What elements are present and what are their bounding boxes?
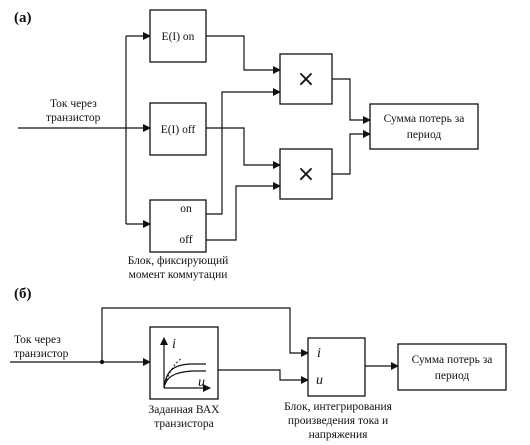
block-integrator: i u Блок, интегрирования произведения то… xyxy=(284,337,393,441)
diagram-a: (а) Ток через транзистор E(I) on E(I) of… xyxy=(14,9,479,281)
block-vax: i u Заданная ВАХ транзистора xyxy=(149,326,221,430)
integrator-input-u: u xyxy=(316,373,323,388)
integrator-caption-line3: напряжения xyxy=(309,429,369,441)
switch-caption-line2: момент коммутации xyxy=(129,269,228,281)
switch-on-label: on xyxy=(180,203,192,215)
block-e-off-label: E(I) off xyxy=(161,124,196,136)
panel-label-a: (а) xyxy=(14,10,32,26)
integrator-caption-line2: произведения тока и xyxy=(288,415,388,427)
multiply-symbol-2: × xyxy=(297,162,315,187)
sum-b-line1: Сумма потерь за xyxy=(412,354,493,366)
sum-block-a: Сумма потерь за период xyxy=(369,103,479,150)
switch-caption-line1: Блок, фиксирующий xyxy=(128,255,229,267)
sum-a-line2: период xyxy=(407,129,442,141)
sum-b-line2: период xyxy=(435,370,470,382)
input-label-a-line1: Ток через xyxy=(50,98,97,110)
block-e-off: E(I) off xyxy=(149,102,207,156)
block-switch: on off Блок, фиксирующий момент коммутац… xyxy=(128,199,229,281)
input-wires-a xyxy=(18,32,151,228)
wires-a xyxy=(206,35,371,241)
panel-label-b: (б) xyxy=(14,286,32,302)
vax-caption-line1: Заданная ВАХ xyxy=(149,404,221,416)
vax-axis-u: u xyxy=(198,375,205,390)
diagram-b: (б) Ток через транзистор i u Заданная ВА… xyxy=(10,286,507,441)
vax-caption-line2: транзистора xyxy=(154,418,213,430)
input-label-b-line2: транзистор xyxy=(14,348,69,360)
multiplier-2: × xyxy=(279,148,333,200)
input-label-b-line1: Ток через xyxy=(14,334,61,346)
integrator-input-i: i xyxy=(317,346,321,361)
wire-vax-integrator xyxy=(218,369,309,384)
multiply-symbol-1: × xyxy=(297,67,315,92)
multiplier-1: × xyxy=(279,53,333,105)
switch-off-label: off xyxy=(179,234,192,246)
sum-a-line1: Сумма потерь за xyxy=(384,113,465,125)
block-e-on: E(I) on xyxy=(149,9,207,63)
block-e-on-label: E(I) on xyxy=(162,31,195,43)
vax-axis-i: i xyxy=(172,337,176,352)
input-wires-b xyxy=(10,307,309,366)
input-label-a-line2: транзистор xyxy=(46,112,101,124)
sum-block-b: Сумма потерь за период xyxy=(397,343,507,391)
integrator-caption-line1: Блок, интегрирования xyxy=(284,401,393,413)
